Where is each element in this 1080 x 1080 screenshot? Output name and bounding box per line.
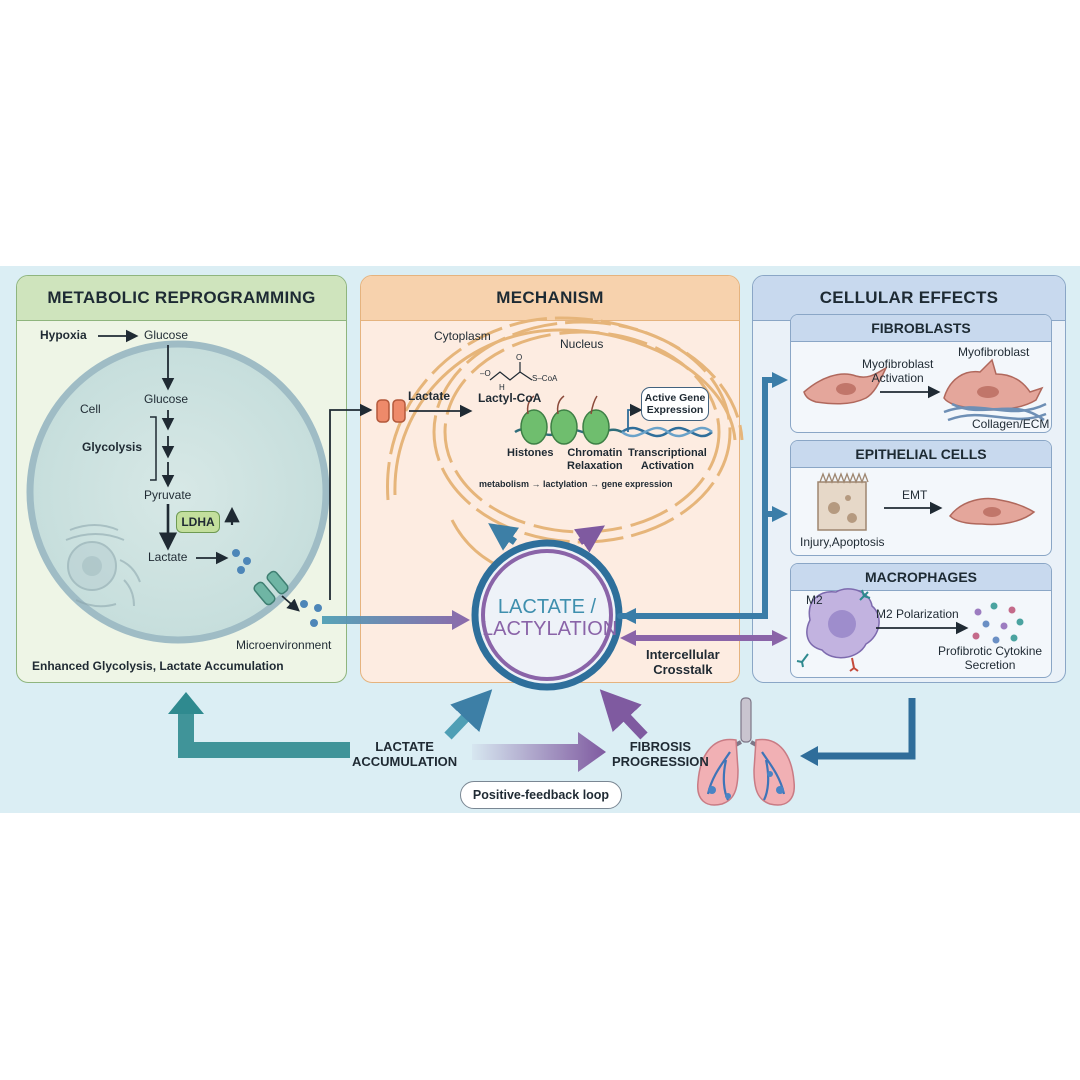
hub-line2: LACTYLATION (482, 618, 618, 640)
cytokine-particles (972, 602, 1024, 644)
myofibroblast-label: Myofibroblast (958, 345, 1030, 359)
nucleus-envelope (393, 328, 737, 496)
lactate-molecules (232, 549, 322, 627)
lung-icon (697, 697, 795, 806)
chromatin-line2: Relaxation (567, 459, 623, 472)
emt-label: EMT (902, 488, 928, 502)
dna-helix-icon (621, 426, 713, 438)
epithelial-title: EPITHELIAL CELLS (791, 441, 1051, 468)
hypoxia-label: Hypoxia (40, 328, 87, 342)
cytokine-line1: Profibrotic Cytokine (938, 644, 1043, 658)
lactate-acc-line2: ACCUMULATION (352, 753, 458, 769)
ldha-badge: LDHA (176, 511, 220, 533)
lactate-acc-line1: LACTATE (375, 739, 434, 754)
lactyl-coa-label: Lactyl-CoA (478, 391, 542, 405)
glucose-outside-label: Glucose (144, 328, 189, 342)
mechanism-panel: MECHANISM (360, 275, 740, 683)
fibrosis-line2: PROGRESSION (612, 753, 709, 769)
mechanism-lactate-label: Lactate (408, 389, 451, 403)
activation-line1: Myofibroblast (862, 357, 934, 371)
chromatin-line1: Chromatin (567, 447, 623, 459)
metabolic-panel-title: METABOLIC REPROGRAMMING (17, 276, 346, 321)
transcriptional-line2: Activation (640, 459, 695, 472)
metabolic-footer: Enhanced Glycolysis, Lactate Accumulatio… (32, 659, 284, 673)
crosstalk-line2: Crosstalk (653, 661, 713, 677)
collagen-label: Collagen/ECM (972, 417, 1050, 431)
activation-line2: Activation (871, 370, 924, 385)
fibroblasts-subpanel: FIBROBLASTS (790, 314, 1052, 433)
mechanism-channel-icon (376, 399, 406, 423)
histones-label: Histones (507, 447, 554, 459)
fibrosis-line1: FIBROSIS (629, 739, 692, 754)
m2-polarization-label: M2 Polarization (876, 607, 959, 621)
cell-label: Cell (80, 402, 101, 416)
nucleosome-icon (520, 395, 610, 445)
crosstalk-line1: Intercellular (646, 647, 720, 662)
transcriptional-line1: Transcriptional (628, 447, 707, 459)
active-gene-line2: Expression (646, 404, 704, 416)
membrane-channel-icon (253, 570, 289, 606)
epithelial-cell-icon (817, 472, 869, 531)
pyruvate-label: Pyruvate (144, 488, 192, 502)
formula-coa-label: S–CoA (532, 374, 558, 383)
formula-o-label: –O (480, 369, 491, 378)
mechanism-panel-title: MECHANISM (361, 276, 739, 321)
cytokine-line2: Secretion (964, 657, 1016, 672)
m2-label: M2 (806, 593, 823, 607)
macrophages-title: MACROPHAGES (791, 564, 1051, 591)
cytoplasm-label: Cytoplasm (434, 329, 491, 343)
effects-panel-title: CELLULAR EFFECTS (753, 276, 1065, 321)
organelle-icon (65, 524, 141, 608)
myofibroblast-cell-icon (943, 358, 1047, 422)
microenvironment-label: Microenvironment (236, 638, 332, 652)
formula-o2-label: O (516, 353, 523, 362)
hub-label: LACTATE / LACTYLATION (482, 596, 618, 640)
active-gene-line1: Active Gene (644, 391, 706, 404)
macrophages-subpanel: MACROPHAGES (790, 563, 1052, 678)
injury-apoptosis-label: Injury,Apoptosis (800, 535, 885, 549)
fibroblasts-title: FIBROBLASTS (791, 315, 1051, 342)
fibroblast-cell-icon (803, 366, 888, 405)
mechanism-flow-label: metabolism → lactylation → gene expressi… (479, 479, 673, 489)
lactate-label: Lactate (148, 550, 188, 564)
hub-line1: LACTATE / (497, 596, 597, 618)
nucleus-label: Nucleus (560, 337, 604, 351)
glycolysis-label: Glycolysis (82, 440, 143, 454)
mesenchymal-cell-icon (949, 497, 1036, 526)
positive-feedback-loop-badge: Positive-feedback loop (460, 781, 622, 809)
formula-h-label: H (499, 383, 505, 392)
glucose-inside-label: Glucose (144, 392, 189, 406)
macrophage-cell-icon (796, 588, 880, 672)
